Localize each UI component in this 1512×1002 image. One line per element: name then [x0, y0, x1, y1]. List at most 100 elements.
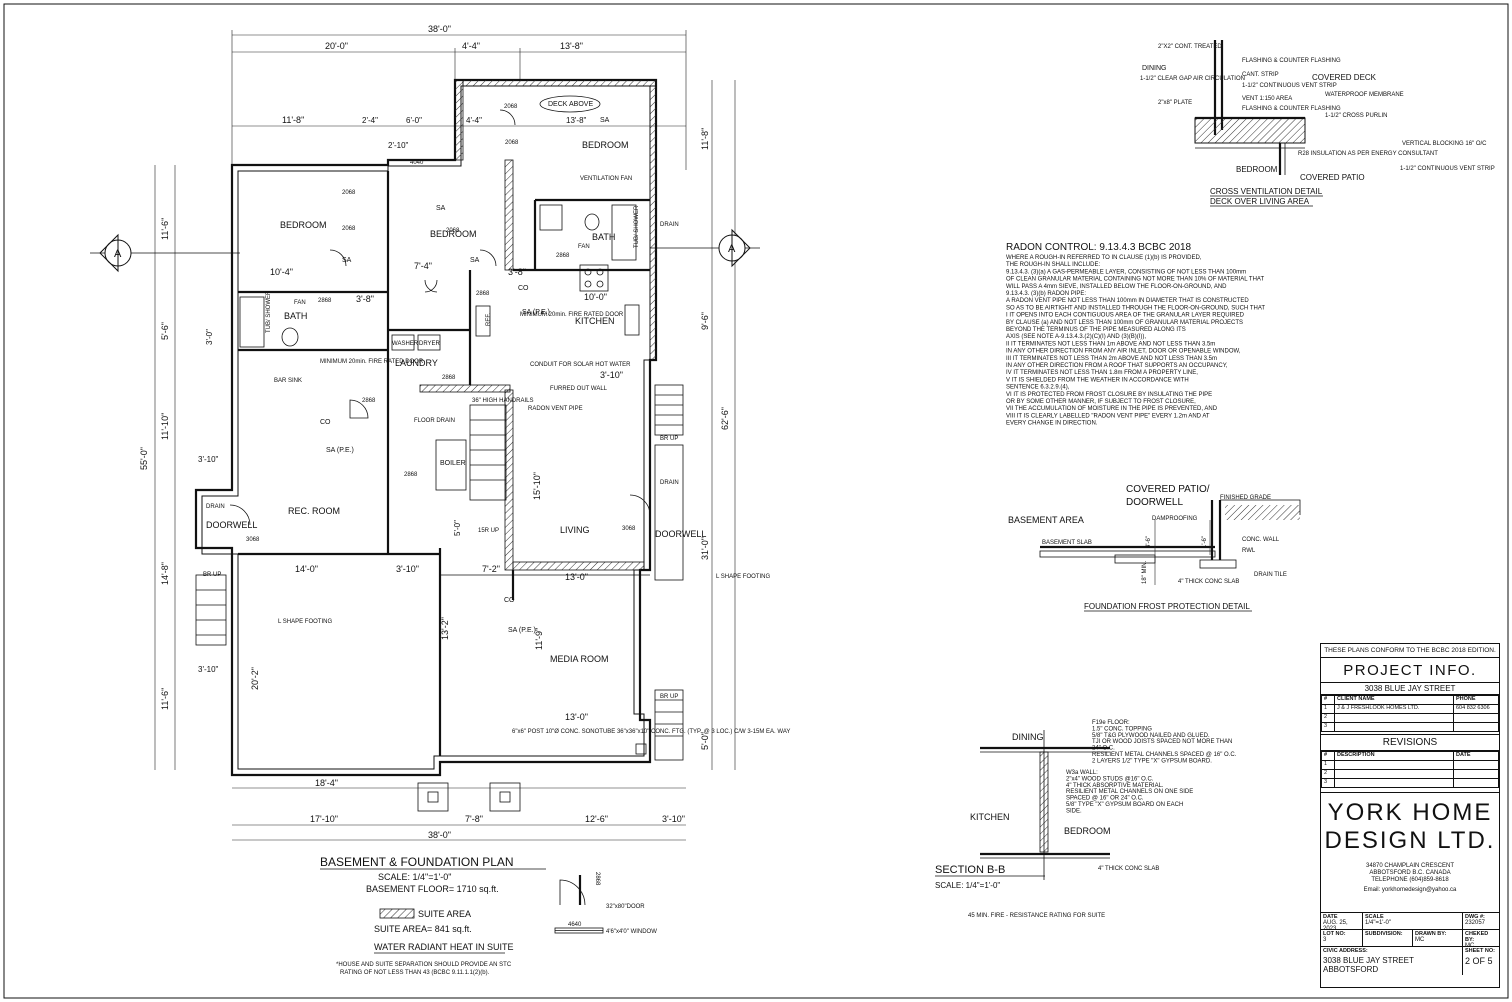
rev-col-num: # — [1321, 751, 1335, 761]
radon-line-11: AXIS (SEE NOTE A-9.13.4.3.(2)(C)(I) AND … — [1006, 334, 1146, 340]
secb-wall-note-3: RESILIENT METAL CHANNELS ON ONE SIDE — [1066, 789, 1193, 795]
radon-line-6: A RADON VENT PIPE NOT LESS THAN 100mm IN… — [1006, 298, 1249, 304]
secb-wall-note-1: 2"x4" WOOD STUDS @16" O.C. — [1066, 776, 1154, 782]
company-name-2: DESIGN LTD. — [1324, 827, 1496, 854]
dim-11-8: 11'-8" — [282, 115, 304, 125]
secb-floor-note-5: RESILIENT METAL CHANNELS SPACED @ 16" O.… — [1092, 752, 1237, 758]
label-br-up-3: BR UP — [660, 694, 678, 700]
secb-floor-note-4: 24" O.C. — [1092, 746, 1115, 752]
label-drain-3: DRAIN — [660, 222, 679, 228]
radon-line-20: OR BY SOME OTHER MANNER, IF SUBJECT TO F… — [1006, 399, 1196, 405]
frost-d2: 1'-6" — [1202, 536, 1208, 548]
dwg-label: DWG #: — [1465, 914, 1485, 920]
label-tub-1: TUB/ SHOWER — [266, 290, 272, 333]
label-sa-pe-2: SA (P.E.) — [326, 447, 354, 454]
title-block: THESE PLANS CONFORM TO THE BCBC 2018 EDI… — [1320, 643, 1500, 988]
code-2068-a: 2068 — [504, 104, 518, 110]
label-bar-sink: BAR SINK — [274, 378, 302, 384]
code-2868-f: 2868 — [404, 472, 418, 478]
dim-11-6: 11'-6" — [160, 218, 170, 240]
radon-line-0: WHERE A ROUGH-IN REFERRED TO IN CLAUSE (… — [1006, 255, 1202, 261]
frost-basement-area: BASEMENT AREA — [1008, 515, 1084, 525]
row-num-2: 2 — [1321, 713, 1335, 723]
radon-line-4: WILL PASS A 4mm SIEVE, INSTALLED BELOW T… — [1006, 284, 1227, 290]
room-media: MEDIA ROOM — [550, 654, 609, 664]
label-drain-2: DRAIN — [206, 504, 225, 510]
label-washer: WASHER — [392, 341, 419, 347]
room-bedroom-2: BEDROOM — [430, 229, 477, 239]
plan-title: BASEMENT & FOUNDATION PLAN — [320, 855, 514, 869]
dim-3-8b: 3'-8" — [508, 267, 526, 277]
dim-10-0: 10'-0" — [584, 292, 607, 302]
frost-conc-wall: CONC. WALL — [1242, 537, 1280, 543]
row-num-3: 3 — [1321, 722, 1335, 732]
code-2868-e: 2868 — [362, 398, 376, 404]
dim-14-0: 14'-0" — [295, 564, 318, 574]
deck-note-m3: VENT 1:150 AREA — [1242, 96, 1292, 102]
dim-20-2: 20'-2" — [250, 667, 260, 690]
heat-note: WATER RADIANT HEAT IN SUITE — [374, 942, 514, 952]
section-marker-right[interactable]: A — [650, 228, 760, 268]
label-post-note: 6"x6" POST 10"Ø CONC. SONOTUBE 36"x36"x1… — [512, 729, 790, 735]
dim-7-2: 7'-2" — [482, 564, 500, 574]
deck-note-m2: 1-1/2" CONTINUOUS VENT STRIP — [1242, 83, 1337, 89]
deck-note-m0: FLASHING & COUNTER FLASHING — [1242, 58, 1341, 64]
frost-depth: 18" MIN. — [1142, 561, 1148, 584]
room-bath-1: BATH — [284, 311, 307, 321]
frost-drain-tile: DRAIN TILE — [1254, 572, 1287, 578]
code-2068-b: 2068 — [505, 140, 519, 146]
deck-covered-deck: COVERED DECK — [1312, 73, 1377, 82]
radon-line-14: III IT TERMINATES NOT LESS THAN 2m ABOVE… — [1006, 356, 1217, 362]
company-address-1: 34870 CHAMPLAIN CRESCENT — [1365, 863, 1455, 869]
row-num-1: 1 — [1321, 704, 1335, 714]
legend-door: 32"x80"DOOR — [606, 904, 645, 910]
lot-value: 3 — [1323, 937, 1327, 943]
dim-62-6: 62'-6" — [720, 407, 730, 430]
label-l-footing-2: L SHAPE FOOTING — [716, 574, 770, 580]
deck-vent-strip: 1-1/2" CONTINUOUS VENT STRIP — [1400, 166, 1495, 172]
company-email: Email: yorkhomedesign@yahoo.ca — [1363, 887, 1457, 893]
dim-13-0: 13'-0" — [565, 572, 588, 582]
client-name: J & J FRESHLOOK HOMES LTD. — [1334, 704, 1454, 714]
dim-11-8-right: 11'-8" — [700, 128, 710, 150]
label-sa-pe-3: SA (P.E.) — [508, 627, 536, 634]
dim-10-4: 10'-4" — [270, 267, 293, 277]
label-dryer: DRYER — [419, 341, 441, 347]
deck-covered-patio: COVERED PATIO — [1300, 173, 1365, 182]
dim-13-8b: 13'-8" — [566, 116, 587, 125]
section-b-detail: DINING KITCHEN BEDROOM 4" THICK CONC SLA… — [935, 720, 1237, 919]
civic-row: CIVIC ADDRESS:3038 BLUE JAY STREET ABBOT… — [1321, 947, 1499, 975]
dim-overall-bottom: 38'-0" — [428, 830, 451, 840]
deck-note-m4: FLASHING & COUNTER FLASHING — [1242, 106, 1341, 112]
room-living: LIVING — [560, 525, 590, 535]
radon-line-16: IV IT TERMINATES NOT LESS THAN 1.8m FROM… — [1006, 370, 1198, 376]
secb-slab: 4" THICK CONC SLAB — [1098, 866, 1159, 872]
label-furred: FURRED OUT WALL — [550, 386, 608, 392]
rev-row-3: 3 — [1321, 778, 1335, 788]
dim-7-4: 7'-4" — [414, 261, 432, 271]
secb-fire-note: 45 MIN. FIRE - RESISTANCE RATING FOR SUI… — [968, 913, 1105, 919]
legend-window-code: 4640 — [568, 922, 582, 928]
radon-line-7: SO AS TO BE AIRTIGHT AND INSTALLED THROU… — [1006, 305, 1265, 311]
secb-wall-note-2: 4" THICK ABSORPTIVE MATERIAL. — [1066, 783, 1164, 789]
label-risers: 15R UP — [478, 528, 499, 534]
section-marker-right-label: A — [728, 243, 736, 255]
radon-line-15: IN ANY OTHER DIRECTION FROM A ROOF THAT … — [1006, 363, 1228, 369]
dim-11-10: 11'-10" — [160, 413, 170, 440]
deck-r28: R28 INSULATION AS PER ENERGY CONSULTANT — [1298, 151, 1438, 157]
dim-4-4b: 4'-4" — [466, 116, 482, 125]
code-3068-a: 3068 — [246, 537, 260, 543]
deck-title-2: DECK OVER LIVING AREA — [1210, 197, 1310, 206]
radon-notes: RADON CONTROL: 9.13.4.3 BCBC 2018 WHERE … — [1006, 242, 1265, 427]
label-handrails: 36" HIGH HANDRAILS — [472, 398, 533, 404]
scale-value: 1/4"=1'-0" — [1365, 920, 1391, 926]
date-label: DATE — [1323, 914, 1338, 920]
revisions-table: # DESCRIPTION DATE 1 2 3 — [1321, 751, 1499, 793]
suite-area: SUITE AREA= 841 sq.ft. — [374, 924, 472, 934]
deck-bedroom: BEDROOM — [1236, 165, 1278, 174]
civic-value: 3038 BLUE JAY STREET ABBOTSFORD — [1323, 956, 1414, 974]
section-marker-left[interactable]: A — [90, 233, 240, 273]
rev-row-2: 2 — [1321, 769, 1335, 779]
company-name-1: YORK HOME — [1327, 799, 1493, 826]
